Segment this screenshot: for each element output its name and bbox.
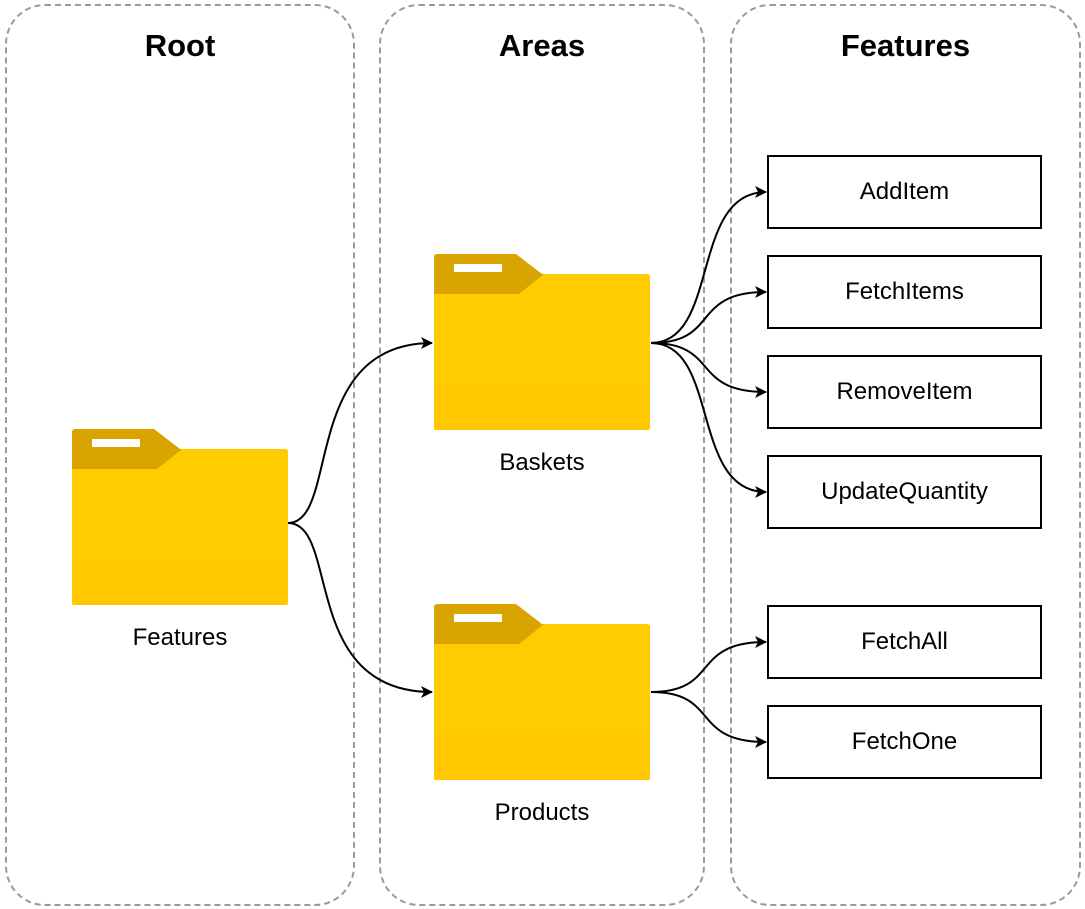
feature-box-removeitem[interactable]: RemoveItem (767, 355, 1042, 429)
folder-products-icon[interactable] (434, 604, 650, 780)
feature-box-additem[interactable]: AddItem (767, 155, 1042, 229)
folder-features-label: Features (132, 624, 228, 651)
folder-baskets-icon[interactable] (434, 254, 650, 430)
edge-baskets-to-fetchitems (650, 286, 767, 344)
edge-products-to-fetchone (650, 691, 767, 748)
lane-areas: Areas (379, 4, 705, 906)
feature-box-fetchall[interactable]: FetchAll (767, 605, 1042, 679)
folder-products-label: Products (494, 799, 590, 826)
edge-baskets-to-additem (650, 186, 767, 344)
edge-products-to-fetchall (650, 636, 767, 693)
feature-box-updatequantity[interactable]: UpdateQuantity (767, 455, 1042, 529)
folder-baskets-label: Baskets (499, 449, 585, 476)
edge-baskets-to-removeitem (650, 342, 767, 398)
folder-features-icon[interactable] (72, 429, 288, 605)
lane-root: Root (5, 4, 355, 906)
lane-features: Features (730, 4, 1081, 906)
feature-box-fetchitems[interactable]: FetchItems (767, 255, 1042, 329)
lane-title-areas: Areas (498, 28, 586, 63)
lane-title-features: Features (840, 28, 971, 63)
lane-title-root: Root (144, 28, 216, 63)
edge-baskets-to-updatequantity (650, 342, 767, 498)
edge-features-to-products (287, 522, 433, 698)
edge-features-to-baskets (287, 337, 433, 524)
feature-box-fetchone[interactable]: FetchOne (767, 705, 1042, 779)
